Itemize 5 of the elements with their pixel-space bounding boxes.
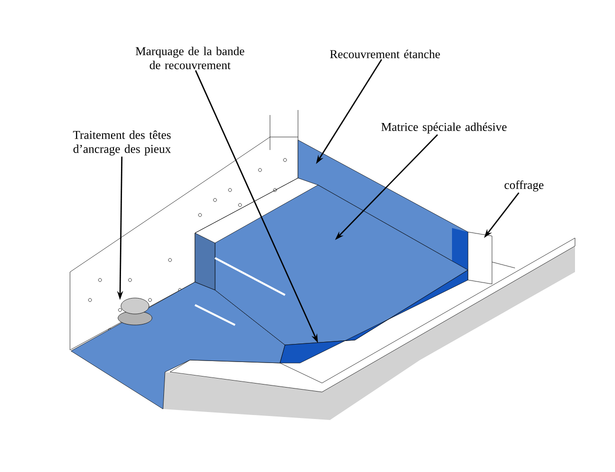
callout-text: Recouvrement étanche — [330, 50, 440, 58]
callout-text: Marquage de la bande de recouvrement — [136, 46, 244, 70]
callout-text: coffrage — [504, 180, 544, 192]
callout-text: Matrice spéciale adhésive — [381, 122, 507, 134]
callout-text: Traitement des têtes d’ancrage des pieux — [73, 130, 171, 156]
